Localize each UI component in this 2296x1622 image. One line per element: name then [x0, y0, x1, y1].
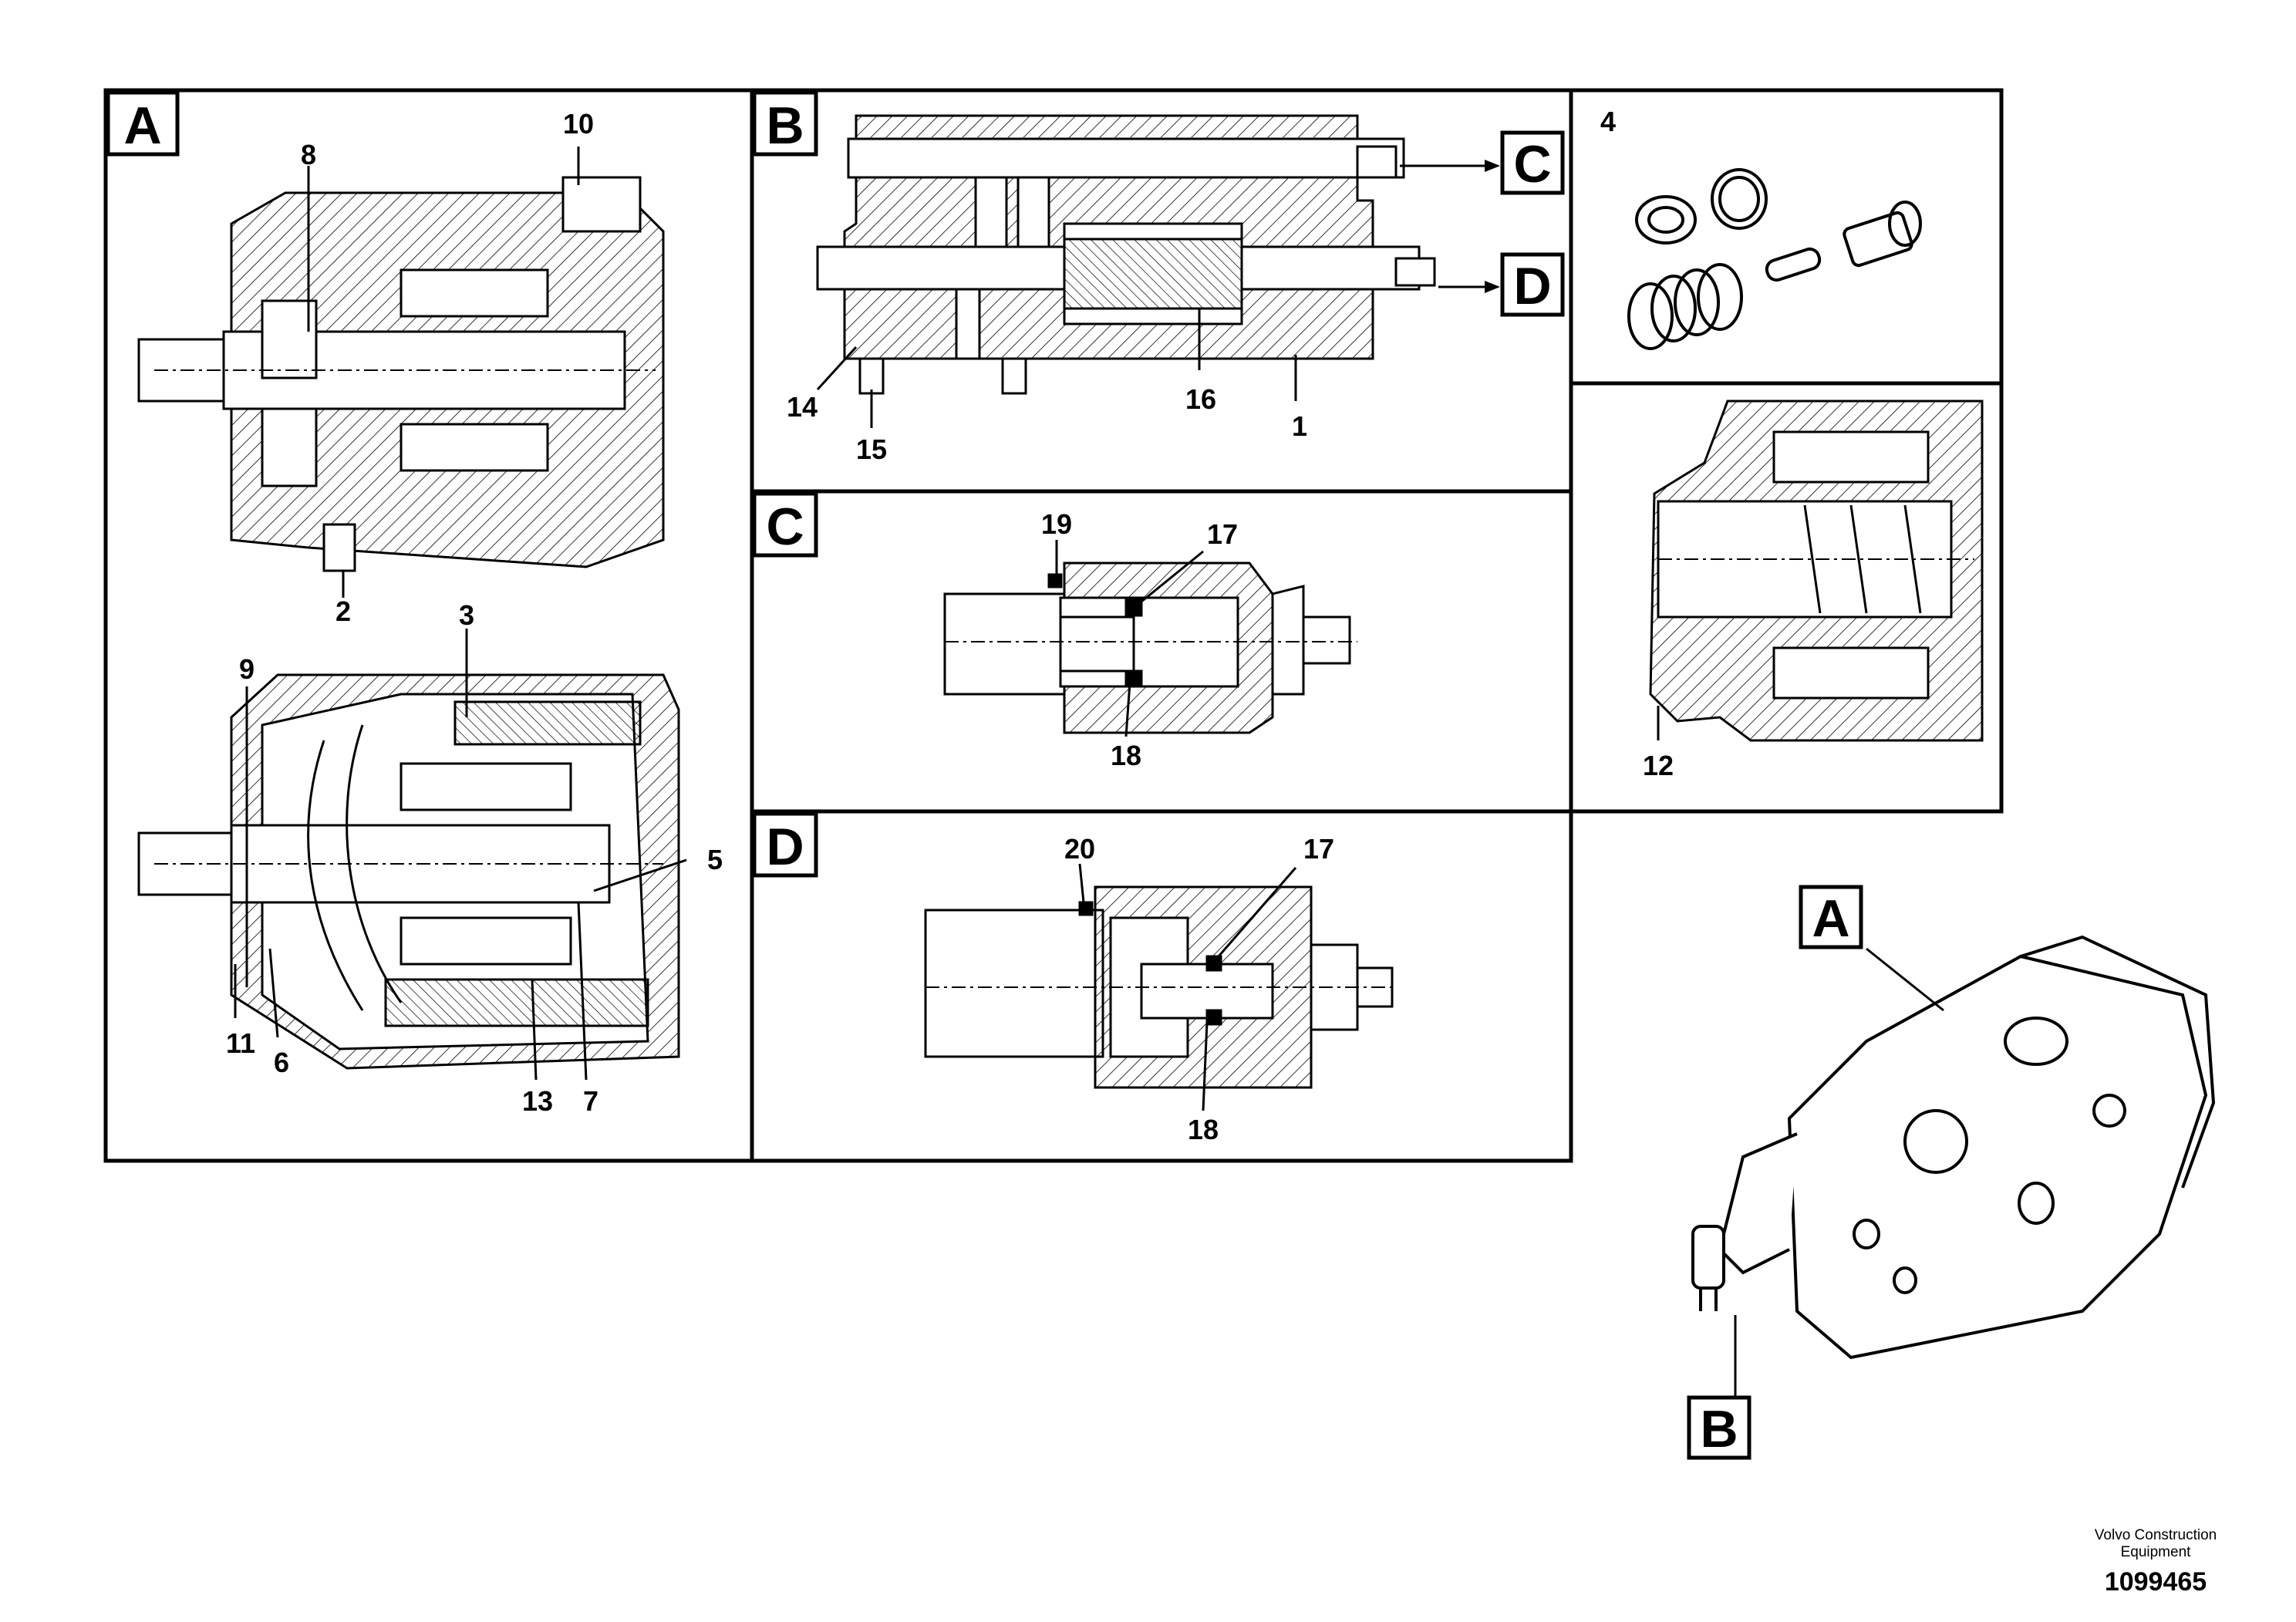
callout-3: 3 [459, 599, 474, 631]
panel-c-leaders [1055, 540, 1204, 737]
maker-name-line2: Equipment [2120, 1544, 2191, 1560]
panel-piston-section [1649, 400, 1984, 742]
panel-a-tag: A [106, 90, 180, 157]
panel-piston-frame [1569, 381, 2004, 814]
panel-d-tag: D [752, 811, 818, 878]
panel-d-callouts: 20 17 18 [1064, 833, 1334, 1145]
callout-18b: 18 [1188, 1114, 1219, 1145]
pump-overview-tags: A B [1687, 885, 1863, 1460]
callout-1: 1 [1292, 410, 1307, 442]
callout-12: 12 [1643, 750, 1674, 781]
callout-16: 16 [1185, 383, 1216, 415]
callout-8: 8 [301, 139, 316, 170]
panel-d-valve [924, 885, 1396, 1089]
pump-overview-illustration [1691, 935, 2216, 1360]
callout-19: 19 [1041, 508, 1072, 540]
panel-piston-callouts: 12 [1643, 750, 1674, 781]
ref-d-box [1500, 252, 1565, 317]
pump-overview-leaders [1734, 947, 1944, 1396]
ref-c-box [1500, 130, 1565, 195]
panel-d-leaders [1078, 863, 1297, 1111]
callout-17: 17 [1207, 518, 1238, 550]
panel-c-valve [943, 561, 1357, 734]
panel-kit-parts [1627, 168, 1922, 350]
document-number: 1099465 [2104, 1567, 2207, 1597]
svg-text:A: A [1812, 889, 1849, 948]
callout-14: 14 [787, 391, 818, 423]
callout-13: 13 [522, 1085, 553, 1117]
callout-18: 18 [1111, 740, 1141, 771]
panel-a-leaders [234, 147, 687, 1081]
panel-a-lower-section [137, 673, 680, 1070]
callout-20: 20 [1064, 833, 1095, 865]
panel-b-ref-arrows: C D [1400, 130, 1565, 317]
callout-6: 6 [274, 1047, 289, 1078]
callout-15: 15 [856, 433, 887, 465]
panel-c-tag: C [752, 491, 818, 558]
panel-a-callouts: 8 10 2 3 9 5 11 6 13 7 [226, 108, 723, 1117]
callout-5: 5 [707, 844, 723, 875]
svg-text:D: D [766, 818, 804, 876]
callout-4: 4 [1600, 106, 1616, 137]
maker-name-line1: Volvo Construction [2094, 1527, 2217, 1543]
panel-b-callouts: 14 15 16 1 [787, 383, 1307, 465]
panel-kit-callouts: 4 [1600, 106, 1616, 137]
svg-text:B: B [1700, 1400, 1738, 1458]
panel-tags: A B C D [106, 90, 818, 878]
panel-a-upper-section [137, 176, 665, 572]
callout-2: 2 [335, 595, 351, 627]
callout-10: 10 [563, 108, 594, 140]
svg-text:D: D [1513, 257, 1551, 315]
svg-text:A: A [123, 96, 161, 155]
overview-tag-a [1799, 885, 1863, 949]
panel-b-leaders [816, 309, 1297, 428]
svg-text:B: B [766, 96, 804, 155]
panel-d-frame [750, 809, 1573, 1163]
panel-b-valve-block [816, 114, 1436, 395]
callout-9: 9 [239, 653, 255, 685]
svg-text:C: C [1513, 135, 1551, 194]
callout-17b: 17 [1303, 833, 1334, 865]
panel-c-callouts: 19 17 18 [1041, 508, 1238, 771]
panel-frames [103, 88, 2004, 1163]
svg-text:C: C [766, 497, 804, 556]
callout-11: 11 [226, 1027, 255, 1059]
callout-7: 7 [583, 1085, 598, 1117]
overview-tag-b [1687, 1395, 1752, 1460]
panel-b-tag: B [752, 90, 818, 157]
footer-doc-info: Volvo Construction Equipment 1099465 [2055, 1527, 2256, 1597]
